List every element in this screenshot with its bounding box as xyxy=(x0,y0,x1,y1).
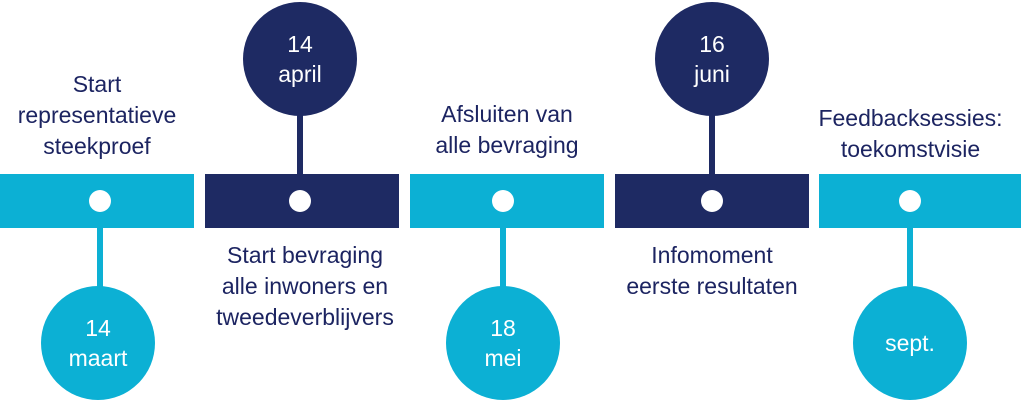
milestone-label-2: Start bevraging alle inwoners en tweedev… xyxy=(195,240,415,333)
date-month-3: mei xyxy=(484,345,522,371)
timeline-segment-1 xyxy=(0,174,194,228)
milestone-label-3: Afsluiten van alle bevraging xyxy=(405,99,609,161)
date-circle-2: 14 april xyxy=(243,2,357,116)
timeline-segment-3 xyxy=(410,174,604,228)
timeline-segment-4 xyxy=(615,174,809,228)
date-month-1: maart xyxy=(68,345,128,371)
connector-2 xyxy=(297,110,303,176)
milestone-label-1-line-1: Start xyxy=(72,71,122,97)
date-circle-4: 16 juni xyxy=(655,2,769,116)
date-month-4: juni xyxy=(694,61,730,87)
milestone-label-4: Infomoment eerste resultaten xyxy=(605,240,819,302)
date-circle-5: sept. xyxy=(853,286,967,400)
timeline-node-2 xyxy=(289,190,311,212)
date-day-2: 14 xyxy=(287,31,313,57)
date-circle-1: 14 maart xyxy=(41,286,155,400)
connector-4 xyxy=(709,110,715,176)
milestone-label-1: Start representatieve steekproef xyxy=(0,69,194,162)
milestone-label-3-line-1: Afsluiten van xyxy=(441,101,573,127)
date-label-5: sept. xyxy=(885,330,935,356)
timeline-node-3 xyxy=(492,190,514,212)
milestone-label-1-line-2: representatieve xyxy=(17,102,177,128)
date-day-3: 18 xyxy=(490,315,516,341)
milestone-label-5: Feedbacksessies: toekomstvisie xyxy=(800,103,1021,165)
milestone-label-3-line-2: alle bevraging xyxy=(435,132,579,158)
date-circle-3: 18 mei xyxy=(446,286,560,400)
date-day-1: 14 xyxy=(85,315,111,341)
timeline-node-5 xyxy=(899,190,921,212)
milestone-label-2-line-2: alle inwoners en xyxy=(221,273,389,299)
milestone-label-5-line-2: toekomstvisie xyxy=(840,136,981,162)
timeline-segment-2 xyxy=(205,174,399,228)
milestone-label-2-line-1: Start bevraging xyxy=(227,242,383,268)
connector-5 xyxy=(907,228,913,294)
timeline-node-1 xyxy=(89,190,111,212)
milestone-label-4-line-1: Infomoment xyxy=(651,242,773,268)
milestone-label-2-line-3: tweedeverblijvers xyxy=(216,304,394,330)
date-month-2: april xyxy=(278,61,322,87)
milestone-label-5-line-1: Feedbacksessies: xyxy=(818,105,1003,131)
date-day-4: 16 xyxy=(699,31,725,57)
connector-3 xyxy=(500,228,506,294)
timeline-node-4 xyxy=(701,190,723,212)
connector-1 xyxy=(97,228,103,294)
timeline-segment-5 xyxy=(819,174,1021,228)
milestone-label-4-line-2: eerste resultaten xyxy=(626,273,798,299)
milestone-label-1-line-3: steekproef xyxy=(43,133,151,159)
